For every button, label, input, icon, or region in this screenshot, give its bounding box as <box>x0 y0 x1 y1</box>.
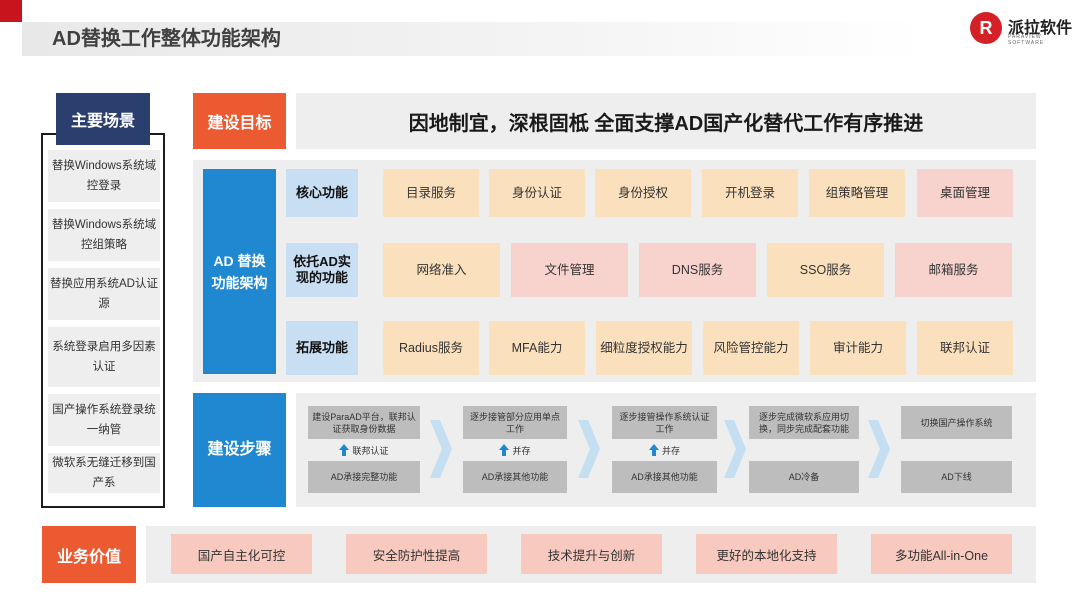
chevron-right-icon <box>578 420 600 478</box>
goal-label: 建设目标 <box>193 93 286 149</box>
scenes-title: 主要场景 <box>56 93 150 145</box>
step-bottom-box: AD承接完整功能 <box>308 461 420 493</box>
logo-icon: R <box>970 12 1002 44</box>
value-item: 技术提升与创新 <box>521 534 662 574</box>
step-top-box: 逐步完成微软系应用切换，同步完成配套功能 <box>749 406 859 439</box>
ad-based-item: 文件管理 <box>511 243 628 297</box>
extension-item: Radius服务 <box>383 321 479 375</box>
step-top-box: 切换国产操作系统 <box>901 406 1012 439</box>
step-link-text: 并存 <box>512 445 531 456</box>
scene-item: 系统登录启用多因素认证 <box>48 327 160 387</box>
value-item: 多功能All-in-One <box>871 534 1012 574</box>
steps-label: 建设步骤 <box>193 393 286 507</box>
step-link: 并存 <box>463 441 567 459</box>
chevron-right-icon <box>430 420 452 478</box>
title-bar <box>22 22 922 56</box>
goal-text: 因地制宜，深根固柢 全面支撑AD国产化替代工作有序推进 <box>408 112 924 135</box>
step-bottom-box: AD承接其他功能 <box>463 461 567 493</box>
scene-item: 国产操作系统登录统一纳管 <box>48 394 160 446</box>
chevron-right-icon <box>868 420 890 478</box>
up-arrow-icon <box>648 444 659 456</box>
scene-item: 替换应用系统AD认证源 <box>48 268 160 320</box>
ad-based-item: SSO服务 <box>767 243 884 297</box>
value-item: 国产自主化可控 <box>171 534 312 574</box>
value-label: 业务价值 <box>42 526 136 583</box>
value-item: 安全防护性提高 <box>346 534 487 574</box>
extension-item: 审计能力 <box>810 321 906 375</box>
extension-item: 联邦认证 <box>917 321 1013 375</box>
step-bottom-box: AD承接其他功能 <box>612 461 717 493</box>
core-item: 身份授权 <box>595 169 691 217</box>
step-bottom-box: AD冷备 <box>749 461 859 493</box>
step-bottom-box: AD下线 <box>901 461 1012 493</box>
core-item: 身份认证 <box>489 169 585 217</box>
logo-subtext: PARAVIEW SOFTWARE <box>1008 34 1045 46</box>
step-top-box: 建设ParaAD平台，联邦认证获取身份数据 <box>308 406 420 439</box>
corner-accent <box>0 0 22 22</box>
step-top-box: 逐步接管部分应用单点工作 <box>463 406 567 439</box>
logo-text: 派拉软件 <box>1008 20 1073 37</box>
goal-panel: 因地制宜，深根固柢 全面支撑AD国产化替代工作有序推进 <box>296 93 1036 149</box>
page-title: AD替换工作整体功能架构 <box>52 28 281 50</box>
scene-item: 替换Windows系统域控登录 <box>48 150 160 202</box>
extension-item: 风险管控能力 <box>703 321 799 375</box>
chevron-right-icon <box>724 420 746 478</box>
ad-based-item: 邮箱服务 <box>895 243 1012 297</box>
scene-item: 微软系无缝迁移到国产系 <box>48 453 160 493</box>
up-arrow-icon <box>339 444 350 456</box>
extension-item: MFA能力 <box>489 321 585 375</box>
step-link: 并存 <box>612 441 717 459</box>
core-item: 开机登录 <box>702 169 798 217</box>
row-label-ad-based: 依托AD实现的功能 <box>286 243 358 297</box>
scene-item: 替换Windows系统域控组策略 <box>48 209 160 261</box>
up-arrow-icon <box>499 444 510 456</box>
core-item: 组策略管理 <box>809 169 905 217</box>
step-link-text: 并存 <box>661 445 680 456</box>
row-label-extension: 拓展功能 <box>286 321 358 375</box>
ad-based-item: 网络准入 <box>383 243 500 297</box>
core-item: 目录服务 <box>383 169 479 217</box>
core-item: 桌面管理 <box>917 169 1013 217</box>
step-top-box: 逐步接管操作系统认证工作 <box>612 406 717 439</box>
step-link: 联邦认证 <box>308 441 420 459</box>
extension-item: 细粒度授权能力 <box>596 321 692 375</box>
ad-based-item: DNS服务 <box>639 243 756 297</box>
value-item: 更好的本地化支持 <box>696 534 837 574</box>
architecture-label: AD 替换功能架构 <box>203 169 276 374</box>
row-label-core: 核心功能 <box>286 169 358 217</box>
step-link-text: 联邦认证 <box>352 445 389 456</box>
